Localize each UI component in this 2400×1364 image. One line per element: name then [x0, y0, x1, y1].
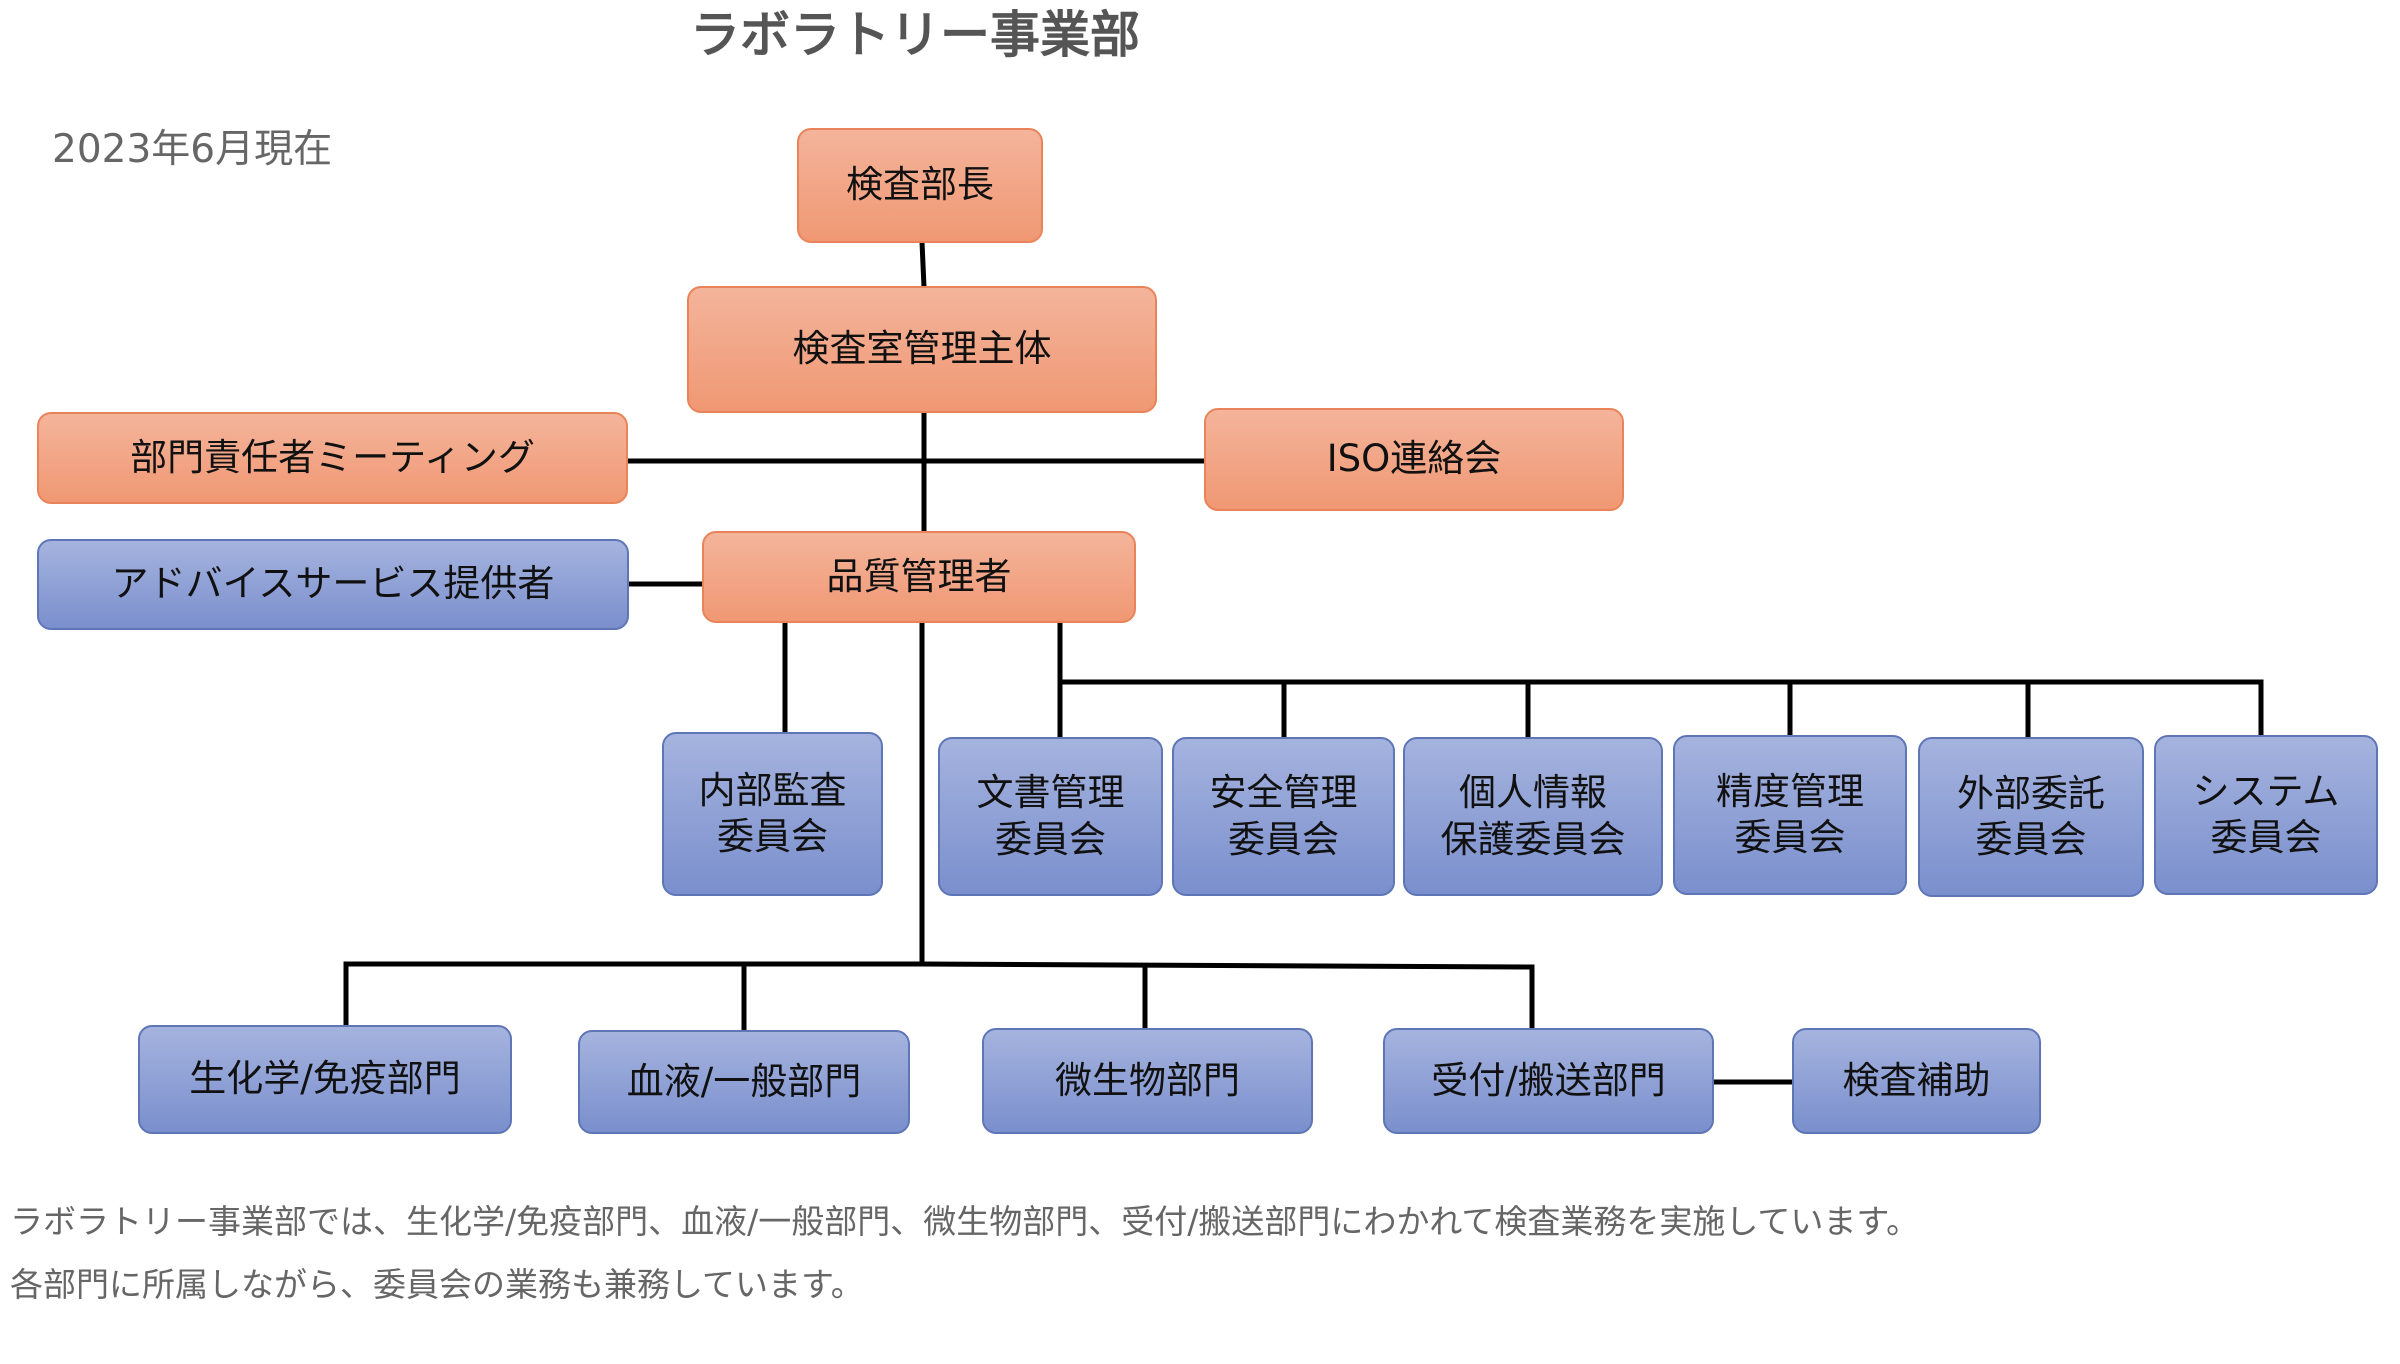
internal-audit-committee-box: 内部監査 委員会 — [662, 732, 883, 896]
document-management-committee-box: 文書管理 委員会 — [938, 737, 1163, 896]
page-title: ラボラトリー事業部 — [690, 6, 1140, 64]
advisory-provider-box: アドバイスサービス提供者 — [37, 539, 629, 630]
connector-dept-bus — [343, 961, 1535, 970]
biochem-immuno-dept-box: 生化学/免疫部門 — [138, 1025, 512, 1134]
accuracy-management-committee-box: 精度管理 委員会 — [1673, 735, 1907, 895]
director-box: 検査部長 — [797, 128, 1043, 243]
privacy-protection-committee-box: 個人情報 保護委員会 — [1403, 737, 1663, 896]
description-line-2: 各部門に所属しながら、委員会の業務も兼務しています。 — [10, 1265, 864, 1304]
iso-liaison-box: ISO連絡会 — [1204, 408, 1624, 511]
connector-director-lab — [919, 239, 927, 290]
microbiology-dept-box: 微生物部門 — [982, 1028, 1313, 1134]
safety-management-committee-box: 安全管理 委員会 — [1172, 737, 1395, 896]
reception-transport-dept-box: 受付/搬送部門 — [1383, 1028, 1714, 1134]
lab-management-box: 検査室管理主体 — [687, 286, 1157, 413]
dept-meeting-box: 部門責任者ミーティング — [37, 412, 628, 504]
description-line-1: ラボラトリー事業部では、生化学/免疫部門、血液/一般部門、微生物部門、受付/搬送… — [10, 1202, 1920, 1241]
blood-general-dept-box: 血液/一般部門 — [578, 1030, 910, 1134]
as-of-date: 2023年6月現在 — [52, 127, 333, 172]
system-committee-box: システム 委員会 — [2154, 735, 2378, 895]
outsourcing-committee-box: 外部委託 委員会 — [1918, 737, 2144, 897]
lab-assistant-box: 検査補助 — [1792, 1028, 2041, 1134]
quality-manager-box: 品質管理者 — [702, 531, 1136, 623]
